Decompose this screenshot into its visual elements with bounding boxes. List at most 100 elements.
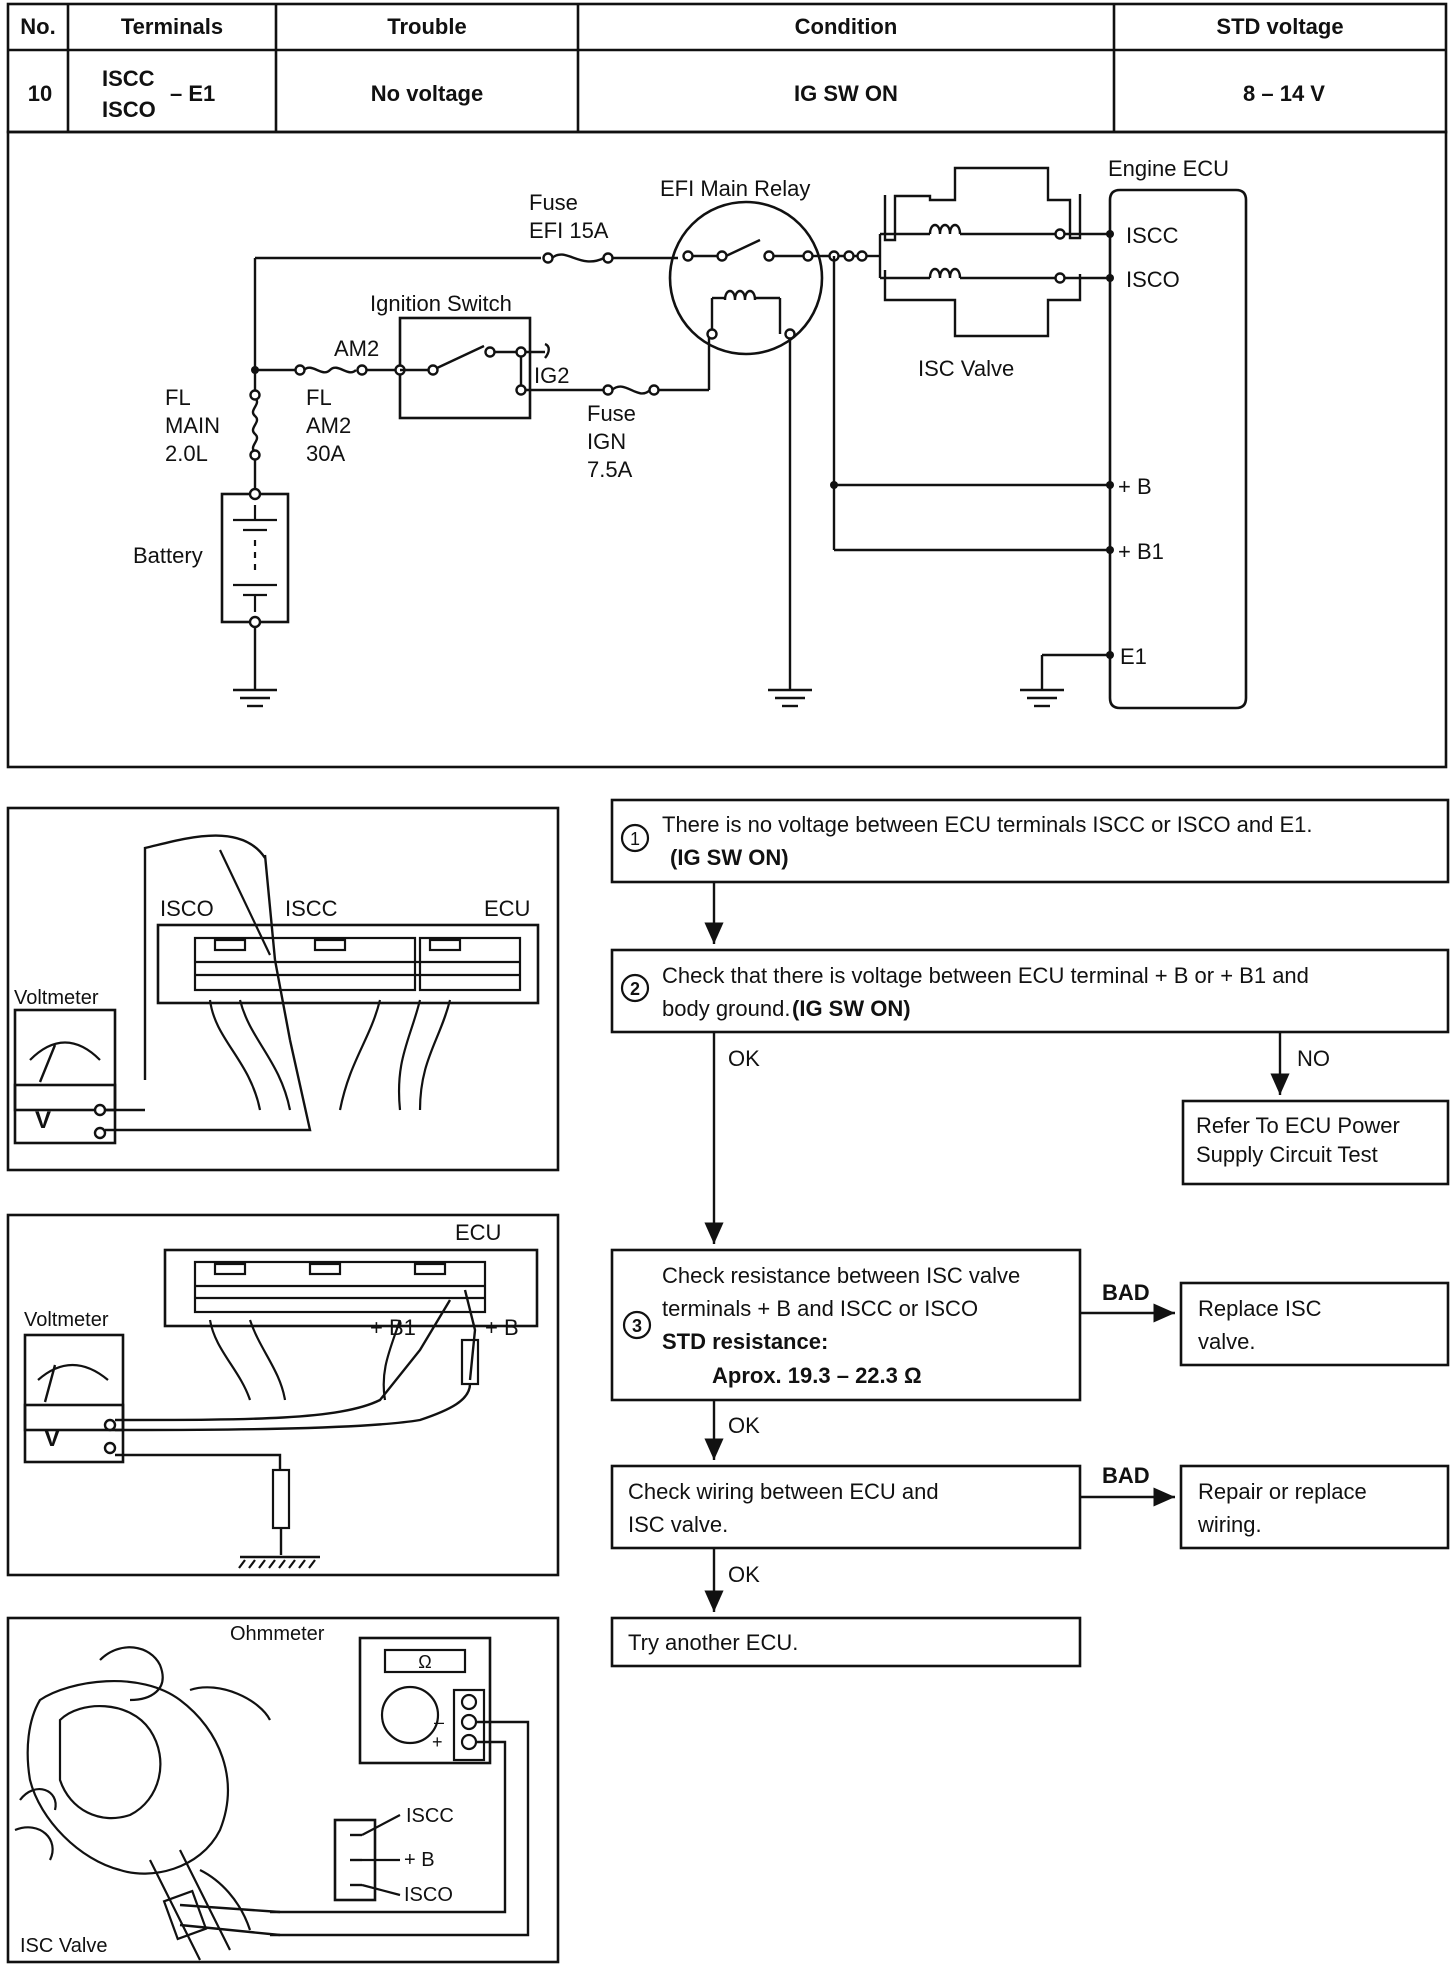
fuse-ign-label-2: IGN xyxy=(587,429,626,454)
illustration-voltmeter-b-ground: ECU + B1 + B V Voltmeter xyxy=(6,1213,560,1577)
troubleshooting-flowchart: 1 There is no voltage between ECU termin… xyxy=(610,798,1450,1668)
illus3-isco-label: ISCO xyxy=(404,1884,453,1906)
flow-refer-ecu-power xyxy=(1181,1099,1450,1186)
pin-b: + B xyxy=(1118,474,1152,499)
flow-replace-isc-valve xyxy=(1179,1281,1450,1367)
fl-am2-fusible-link xyxy=(303,366,357,374)
illustration-ohmmeter-isc-valve: Ohmmeter Ω – + ISCC + B ISCO ISC xyxy=(6,1616,560,1964)
bad-label-1: BAD xyxy=(1102,1280,1150,1305)
fuse-ign xyxy=(602,384,660,396)
repair-text-2: wiring. xyxy=(1197,1512,1262,1537)
efi-relay-label: EFI Main Relay xyxy=(660,176,810,201)
battery-symbol xyxy=(220,487,290,629)
ignition-switch-label: Ignition Switch xyxy=(370,291,512,316)
illus3-b-label: + B xyxy=(404,1849,435,1871)
bad-label-2: BAD xyxy=(1102,1463,1150,1488)
ok-label-2: OK xyxy=(728,1413,760,1438)
cell-terminal-e1: – E1 xyxy=(170,81,215,106)
fuse-efi xyxy=(541,252,614,264)
repair-text-1: Repair or replace xyxy=(1198,1479,1367,1504)
step2-number: 2 xyxy=(630,979,640,999)
flow-step-3 xyxy=(610,1248,1082,1402)
header-trouble: Trouble xyxy=(387,14,466,39)
cell-condition: IG SW ON xyxy=(794,81,898,106)
fl-main-label-1: FL xyxy=(165,385,191,410)
header-condition: Condition xyxy=(795,14,898,39)
isc-valve-label: ISC Valve xyxy=(918,356,1014,381)
flow-check-wiring xyxy=(610,1464,1082,1550)
spec-table: No. Terminals Trouble Condition STD volt… xyxy=(6,2,1448,134)
illus2-ecu-label: ECU xyxy=(455,1220,501,1245)
engine-ecu-label: Engine ECU xyxy=(1108,156,1229,181)
fl-am2-label-3: 30A xyxy=(306,441,345,466)
ok-label-1: OK xyxy=(728,1046,760,1071)
illus3-ohmmeter-label: Ohmmeter xyxy=(230,1623,325,1645)
refer-text-2: Supply Circuit Test xyxy=(1196,1142,1378,1167)
illus2-voltmeter-label: Voltmeter xyxy=(24,1309,109,1331)
illus1-v-label: V xyxy=(35,1107,51,1134)
fuse-efi-label-1: Fuse xyxy=(529,190,578,215)
cell-terminal-iscc: ISCC xyxy=(102,66,155,91)
ohmmeter-minus: – xyxy=(434,1712,444,1732)
step3-number: 3 xyxy=(632,1316,642,1336)
cell-terminal-isco: ISCO xyxy=(102,97,156,122)
refer-text-1: Refer To ECU Power xyxy=(1196,1113,1400,1138)
fuse-ign-label-3: 7.5A xyxy=(587,457,633,482)
step1-text-2: (IG SW ON) xyxy=(670,845,789,870)
pin-b1: + B1 xyxy=(1118,539,1164,564)
fuse-ign-label-1: Fuse xyxy=(587,401,636,426)
step3-text-4: Aprox. 19.3 – 22.3 Ω xyxy=(712,1363,922,1388)
fl-main-fusible-link xyxy=(251,397,259,453)
illus3-iscc-label: ISCC xyxy=(406,1805,454,1827)
illus3-omega-label: Ω xyxy=(418,1652,431,1672)
wiring-text-2: ISC valve. xyxy=(628,1512,728,1537)
illus2-b1-label: + B1 xyxy=(370,1315,416,1340)
step3-text-3: STD resistance: xyxy=(662,1329,828,1354)
illus1-ecu-label: ECU xyxy=(484,896,530,921)
step2-text-3: (IG SW ON) xyxy=(792,996,911,1021)
ground-symbol-2 xyxy=(768,688,812,708)
header-terminals: Terminals xyxy=(121,14,223,39)
engine-ecu-box xyxy=(1106,188,1248,710)
pin-iscc: ISCC xyxy=(1126,223,1179,248)
ohmmeter-plus: + xyxy=(432,1732,443,1752)
illus2-b-label: + B xyxy=(485,1315,519,1340)
illus1-iscc-label: ISCC xyxy=(285,896,338,921)
header-std-voltage: STD voltage xyxy=(1216,14,1343,39)
illus2-v-label: V xyxy=(44,1425,60,1452)
illustration-voltmeter-isc-e1: ISCO ISCC ECU V Voltmeter xyxy=(6,806,560,1172)
header-no: No. xyxy=(20,14,55,39)
step3-text-1: Check resistance between ISC valve xyxy=(662,1263,1020,1288)
wiring-text-1: Check wiring between ECU and xyxy=(628,1479,939,1504)
flow-try-another-ecu xyxy=(610,1616,1082,1668)
step1-text-1: There is no voltage between ECU terminal… xyxy=(662,812,1313,837)
isc-valve-symbol xyxy=(866,166,1110,338)
fl-main-label-2: MAIN xyxy=(165,413,220,438)
ground-symbol-1 xyxy=(233,688,277,708)
flow-repair-wiring xyxy=(1179,1464,1450,1550)
try-text: Try another ECU. xyxy=(628,1630,798,1655)
illus3-isc-valve-label: ISC Valve xyxy=(20,1935,107,1957)
replace-text-1: Replace ISC xyxy=(1198,1296,1322,1321)
fl-am2-label-2: AM2 xyxy=(306,413,351,438)
illus1-voltmeter-label: Voltmeter xyxy=(14,987,99,1009)
efi-main-relay xyxy=(668,200,824,356)
circuit-diagram: Battery FL MAIN 2.0L Fuse EFI 15A xyxy=(6,130,1448,769)
fuse-efi-label-2: EFI 15A xyxy=(529,218,609,243)
ig2-label: IG2 xyxy=(534,363,569,388)
pin-isco: ISCO xyxy=(1126,267,1180,292)
illus1-isco-label: ISCO xyxy=(160,896,214,921)
ignition-switch xyxy=(394,316,550,420)
step2-text-2: body ground. xyxy=(662,996,790,1021)
cell-std-voltage: 8 – 14 V xyxy=(1243,81,1325,106)
cell-trouble: No voltage xyxy=(371,81,483,106)
step2-text-1: Check that there is voltage between ECU … xyxy=(662,963,1309,988)
ground-symbol-3 xyxy=(1020,688,1064,708)
fl-am2-label-1: FL xyxy=(306,385,332,410)
pin-e1: E1 xyxy=(1120,644,1147,669)
fl-main-label-3: 2.0L xyxy=(165,441,208,466)
ok-label-3: OK xyxy=(728,1562,760,1587)
battery-label: Battery xyxy=(133,543,203,568)
replace-text-2: valve. xyxy=(1198,1329,1255,1354)
